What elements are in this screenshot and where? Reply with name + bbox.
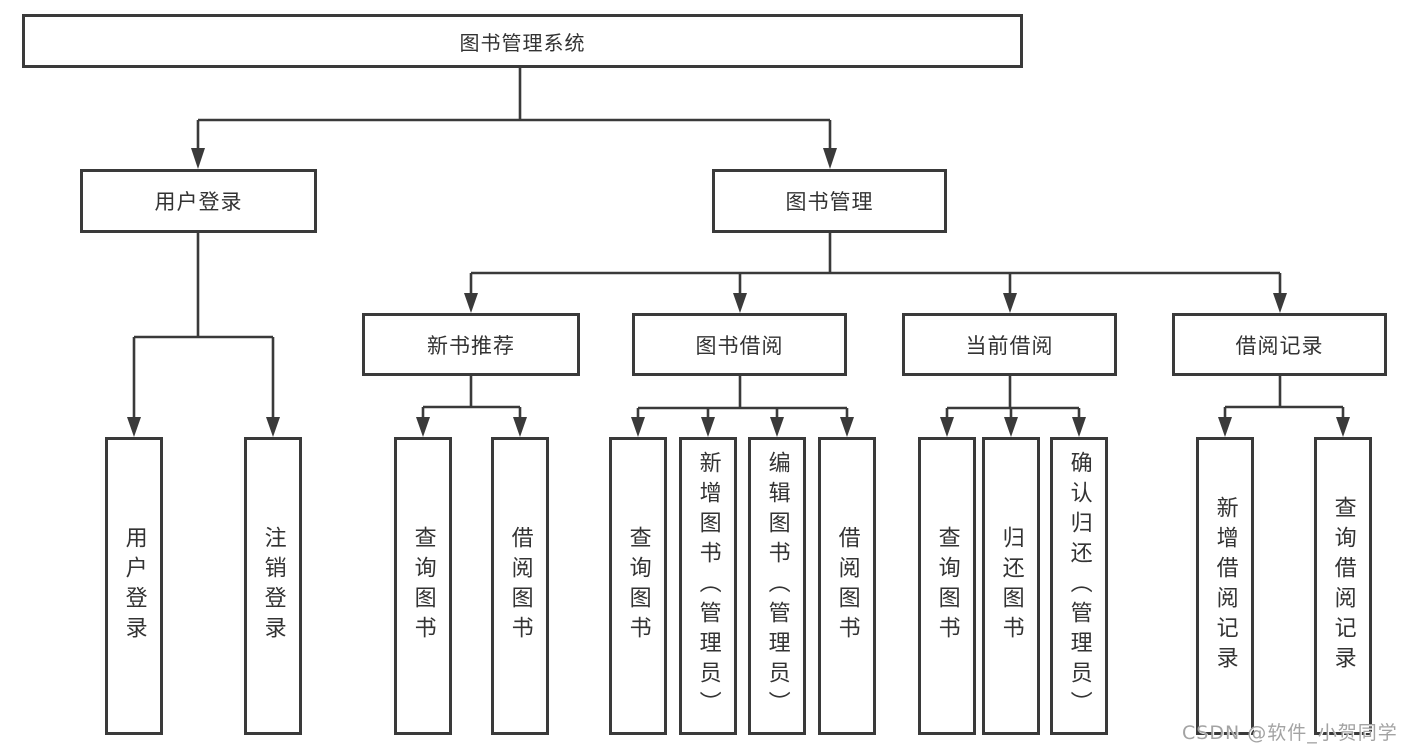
leaf-borrow-books-recommend: 借阅图书 — [491, 437, 549, 735]
node-book-management: 图书管理 — [712, 169, 947, 233]
node-book-borrowing: 图书借阅 — [632, 313, 847, 376]
leaf-label: 查询图书 — [625, 526, 651, 646]
leaf-label: 查询图书 — [934, 526, 960, 646]
leaf-user-login: 用户登录 — [105, 437, 163, 735]
leaf-query-borrow-record: 查询借阅记录 — [1314, 437, 1372, 735]
node-borrowing-records: 借阅记录 — [1172, 313, 1387, 376]
leaf-label: 新增图书（管理员） — [695, 451, 721, 721]
leaf-label: 查询借阅记录 — [1330, 496, 1356, 676]
leaf-logout: 注销登录 — [244, 437, 302, 735]
leaf-label: 借阅图书 — [507, 526, 533, 646]
leaf-borrow-books: 借阅图书 — [818, 437, 876, 735]
leaf-add-books-admin: 新增图书（管理员） — [679, 437, 737, 735]
node-library-system: 图书管理系统 — [22, 14, 1023, 68]
leaf-label: 查询图书 — [410, 526, 436, 646]
leaf-query-books-recommend: 查询图书 — [394, 437, 452, 735]
leaf-label: 用户登录 — [121, 526, 147, 646]
leaf-edit-books-admin: 编辑图书（管理员） — [748, 437, 806, 735]
node-new-book-recommend: 新书推荐 — [362, 313, 580, 376]
leaf-return-books: 归还图书 — [982, 437, 1040, 735]
leaf-label: 注销登录 — [260, 526, 286, 646]
csdn-watermark: CSDN @软件_小贺同学 — [1182, 722, 1398, 744]
leaf-label: 新增借阅记录 — [1212, 496, 1238, 676]
leaf-label: 编辑图书（管理员） — [764, 451, 790, 721]
leaf-query-books-borrow: 查询图书 — [609, 437, 667, 735]
node-user-login: 用户登录 — [80, 169, 317, 233]
leaf-add-borrow-record: 新增借阅记录 — [1196, 437, 1254, 735]
leaf-label: 借阅图书 — [834, 526, 860, 646]
leaf-label: 归还图书 — [998, 526, 1024, 646]
node-current-borrowing: 当前借阅 — [902, 313, 1117, 376]
leaf-label: 确认归还（管理员） — [1066, 451, 1092, 721]
leaf-confirm-return-admin: 确认归还（管理员） — [1050, 437, 1108, 735]
leaf-query-books-current: 查询图书 — [918, 437, 976, 735]
